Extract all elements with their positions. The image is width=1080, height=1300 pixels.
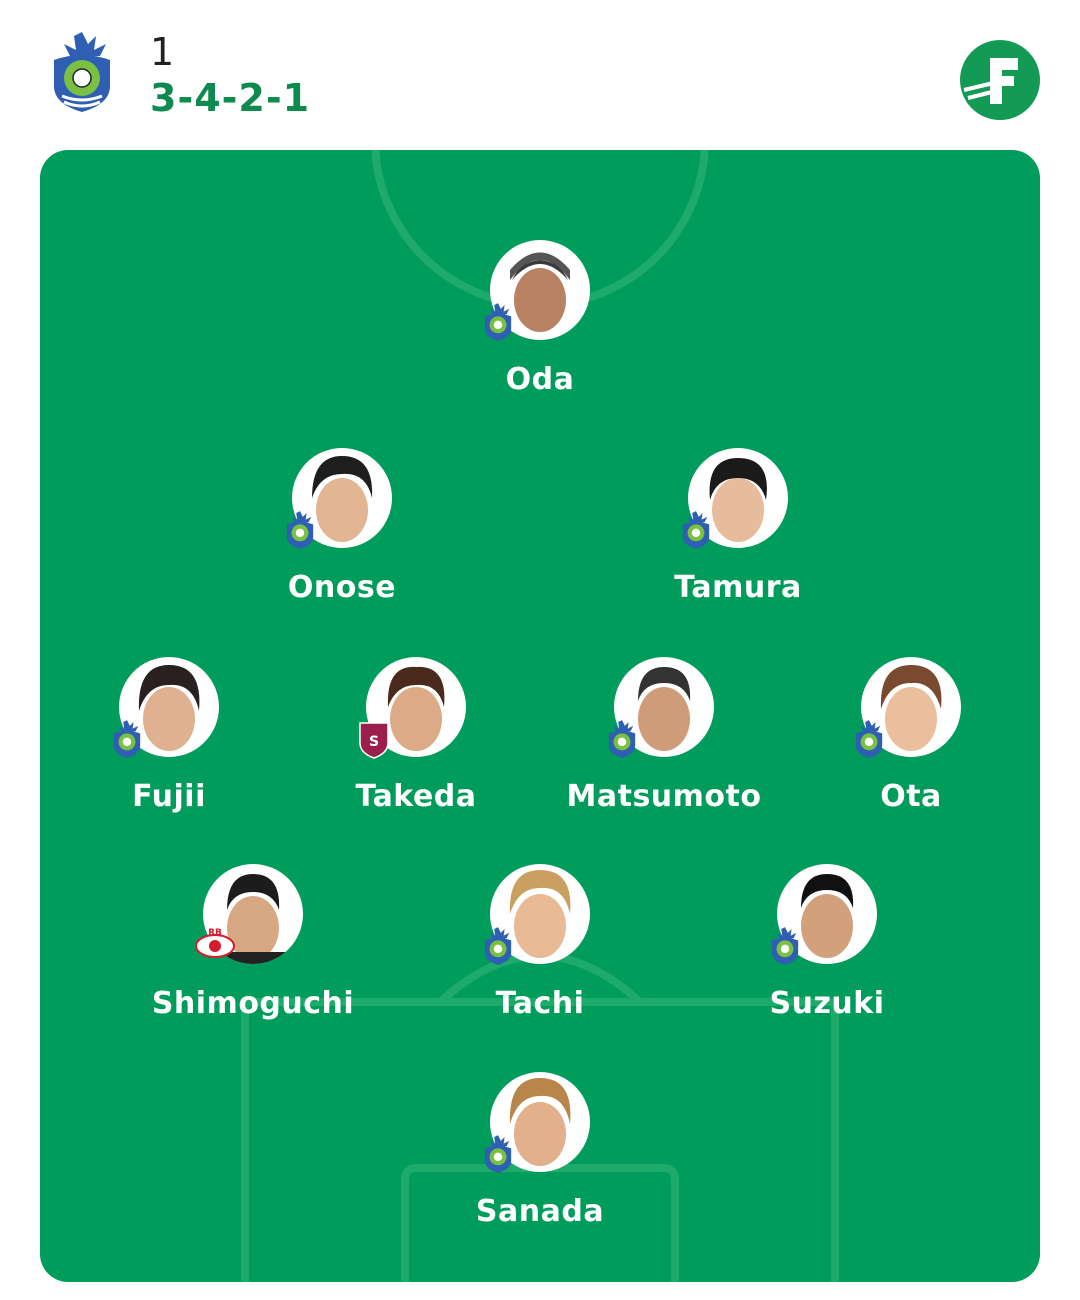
player-tachi[interactable]: Tachi xyxy=(420,864,660,1021)
shonan-bellmare-crest-icon xyxy=(769,926,801,966)
player-photo xyxy=(484,240,590,341)
player-photo xyxy=(286,448,392,549)
player-onose[interactable]: Onose xyxy=(222,448,462,605)
shonan-bellmare-crest-icon xyxy=(482,926,514,966)
player-photo xyxy=(608,657,714,758)
pitch: Oda Onose Tamura xyxy=(40,150,1040,1282)
player-photo xyxy=(771,864,877,965)
player-fujii[interactable]: Fujii xyxy=(49,657,289,814)
formation-label: 3-4-2-1 xyxy=(150,76,311,120)
svg-text:S: S xyxy=(369,734,379,750)
player-name: Takeda xyxy=(355,779,477,814)
shonan-bellmare-crest-icon xyxy=(284,510,316,550)
player-photo: RB xyxy=(195,864,303,964)
player-name: Sanada xyxy=(475,1194,605,1229)
svg-text:RB: RB xyxy=(208,928,222,938)
shonan-bellmare-crest-icon xyxy=(680,510,712,550)
player-photo xyxy=(113,657,219,758)
player-shimoguchi[interactable]: RB Shimoguchi xyxy=(133,864,373,1021)
shonan-bellmare-crest-icon xyxy=(482,1134,514,1174)
player-photo xyxy=(484,1072,590,1173)
player-photo xyxy=(484,864,590,965)
rb-leipzig-crest-icon: RB xyxy=(195,926,235,966)
player-name: Shimoguchi xyxy=(151,986,355,1021)
shonan-bellmare-crest-icon[interactable] xyxy=(48,30,116,114)
player-sanada[interactable]: Sanada xyxy=(420,1072,660,1229)
player-name: Tamura xyxy=(674,570,802,605)
shonan-bellmare-crest-icon xyxy=(606,719,638,759)
player-ota[interactable]: Ota xyxy=(791,657,1031,814)
player-photo: S xyxy=(359,657,466,759)
player-name: Fujii xyxy=(132,779,206,814)
player-name: Tachi xyxy=(495,986,585,1021)
lineup-number: 1 xyxy=(150,30,175,74)
player-name: Oda xyxy=(505,362,575,397)
player-oda[interactable]: Oda xyxy=(420,240,660,397)
player-photo xyxy=(855,657,961,758)
player-name: Matsumoto xyxy=(566,779,762,814)
lineup-header: 1 3-4-2-1 xyxy=(0,0,1080,150)
player-matsumoto[interactable]: Matsumoto xyxy=(544,657,784,814)
player-name: Ota xyxy=(880,779,942,814)
fotmob-logo-icon[interactable] xyxy=(960,40,1040,120)
player-takeda[interactable]: S Takeda xyxy=(296,657,536,814)
shonan-bellmare-crest-icon xyxy=(111,719,143,759)
kyoto-sanga-crest-icon: S xyxy=(358,719,390,759)
player-name: Onose xyxy=(287,570,397,605)
shonan-bellmare-crest-icon xyxy=(853,719,885,759)
player-photo xyxy=(682,448,788,549)
player-suzuki[interactable]: Suzuki xyxy=(707,864,947,1021)
player-name: Suzuki xyxy=(769,986,885,1021)
player-tamura[interactable]: Tamura xyxy=(618,448,858,605)
shonan-bellmare-crest-icon xyxy=(482,302,514,342)
